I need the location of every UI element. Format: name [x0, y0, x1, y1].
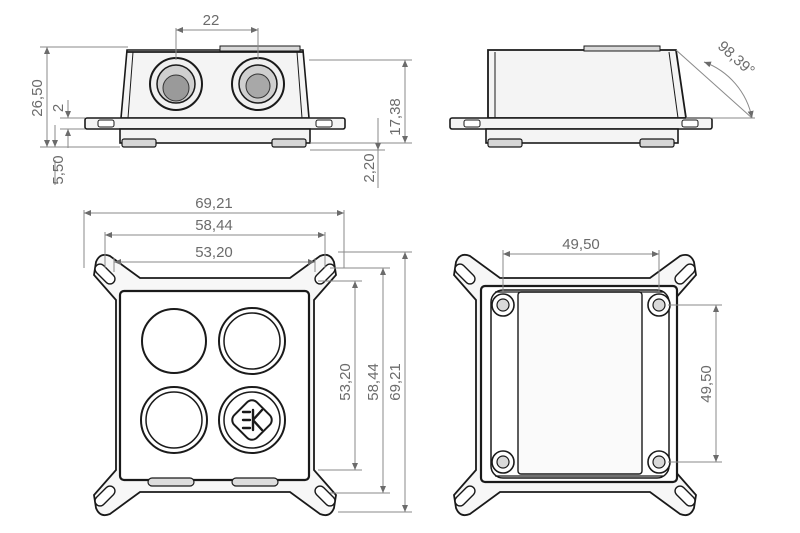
screw-icon: [647, 450, 671, 474]
dim-49-50-w: 49,50: [562, 236, 600, 253]
front-base: [119, 128, 311, 144]
side-plate: [449, 117, 713, 130]
screw-icon: [491, 293, 515, 317]
top-port-2: [218, 307, 286, 375]
dim-5-50: 5,50: [50, 155, 67, 184]
dim-53-20-w: 53,20: [195, 244, 233, 261]
screw-icon: [647, 293, 671, 317]
top-view: 69,21 58,44 53,20 53,20 58,44 69,21: [83, 195, 412, 517]
side-base: [485, 128, 679, 144]
dim-98-39: 98,39°: [714, 38, 758, 80]
top-body: [118, 289, 311, 482]
bottom-base-plate: [517, 291, 643, 475]
dim-58-44-h: 58,44: [365, 363, 382, 401]
dim-17-38: 17,38: [387, 98, 404, 136]
dim-49-50-h: 49,50: [698, 365, 715, 403]
dim-26-50: 26,50: [29, 79, 46, 117]
side-housing: [487, 49, 688, 119]
dim-2: 2: [50, 104, 67, 112]
front-view: 22 26,50 2 5,50 17,38 2,20: [29, 12, 412, 188]
bottom-view: 49,50 49,50: [453, 236, 722, 517]
dim-58-44-w: 58,44: [195, 217, 233, 234]
front-plate: [84, 117, 346, 130]
top-port-1: [141, 308, 207, 374]
dim-22: 22: [203, 12, 220, 29]
screw-icon: [491, 450, 515, 474]
side-view: 98,39°: [449, 38, 758, 148]
dim-69-21-w: 69,21: [195, 195, 233, 212]
dim-69-21-h: 69,21: [387, 363, 404, 401]
dim-2-20: 2,20: [361, 153, 378, 182]
ek-logo-icon: [231, 399, 273, 441]
top-port-3: [140, 386, 208, 454]
dim-53-20-h: 53,20: [337, 363, 354, 401]
